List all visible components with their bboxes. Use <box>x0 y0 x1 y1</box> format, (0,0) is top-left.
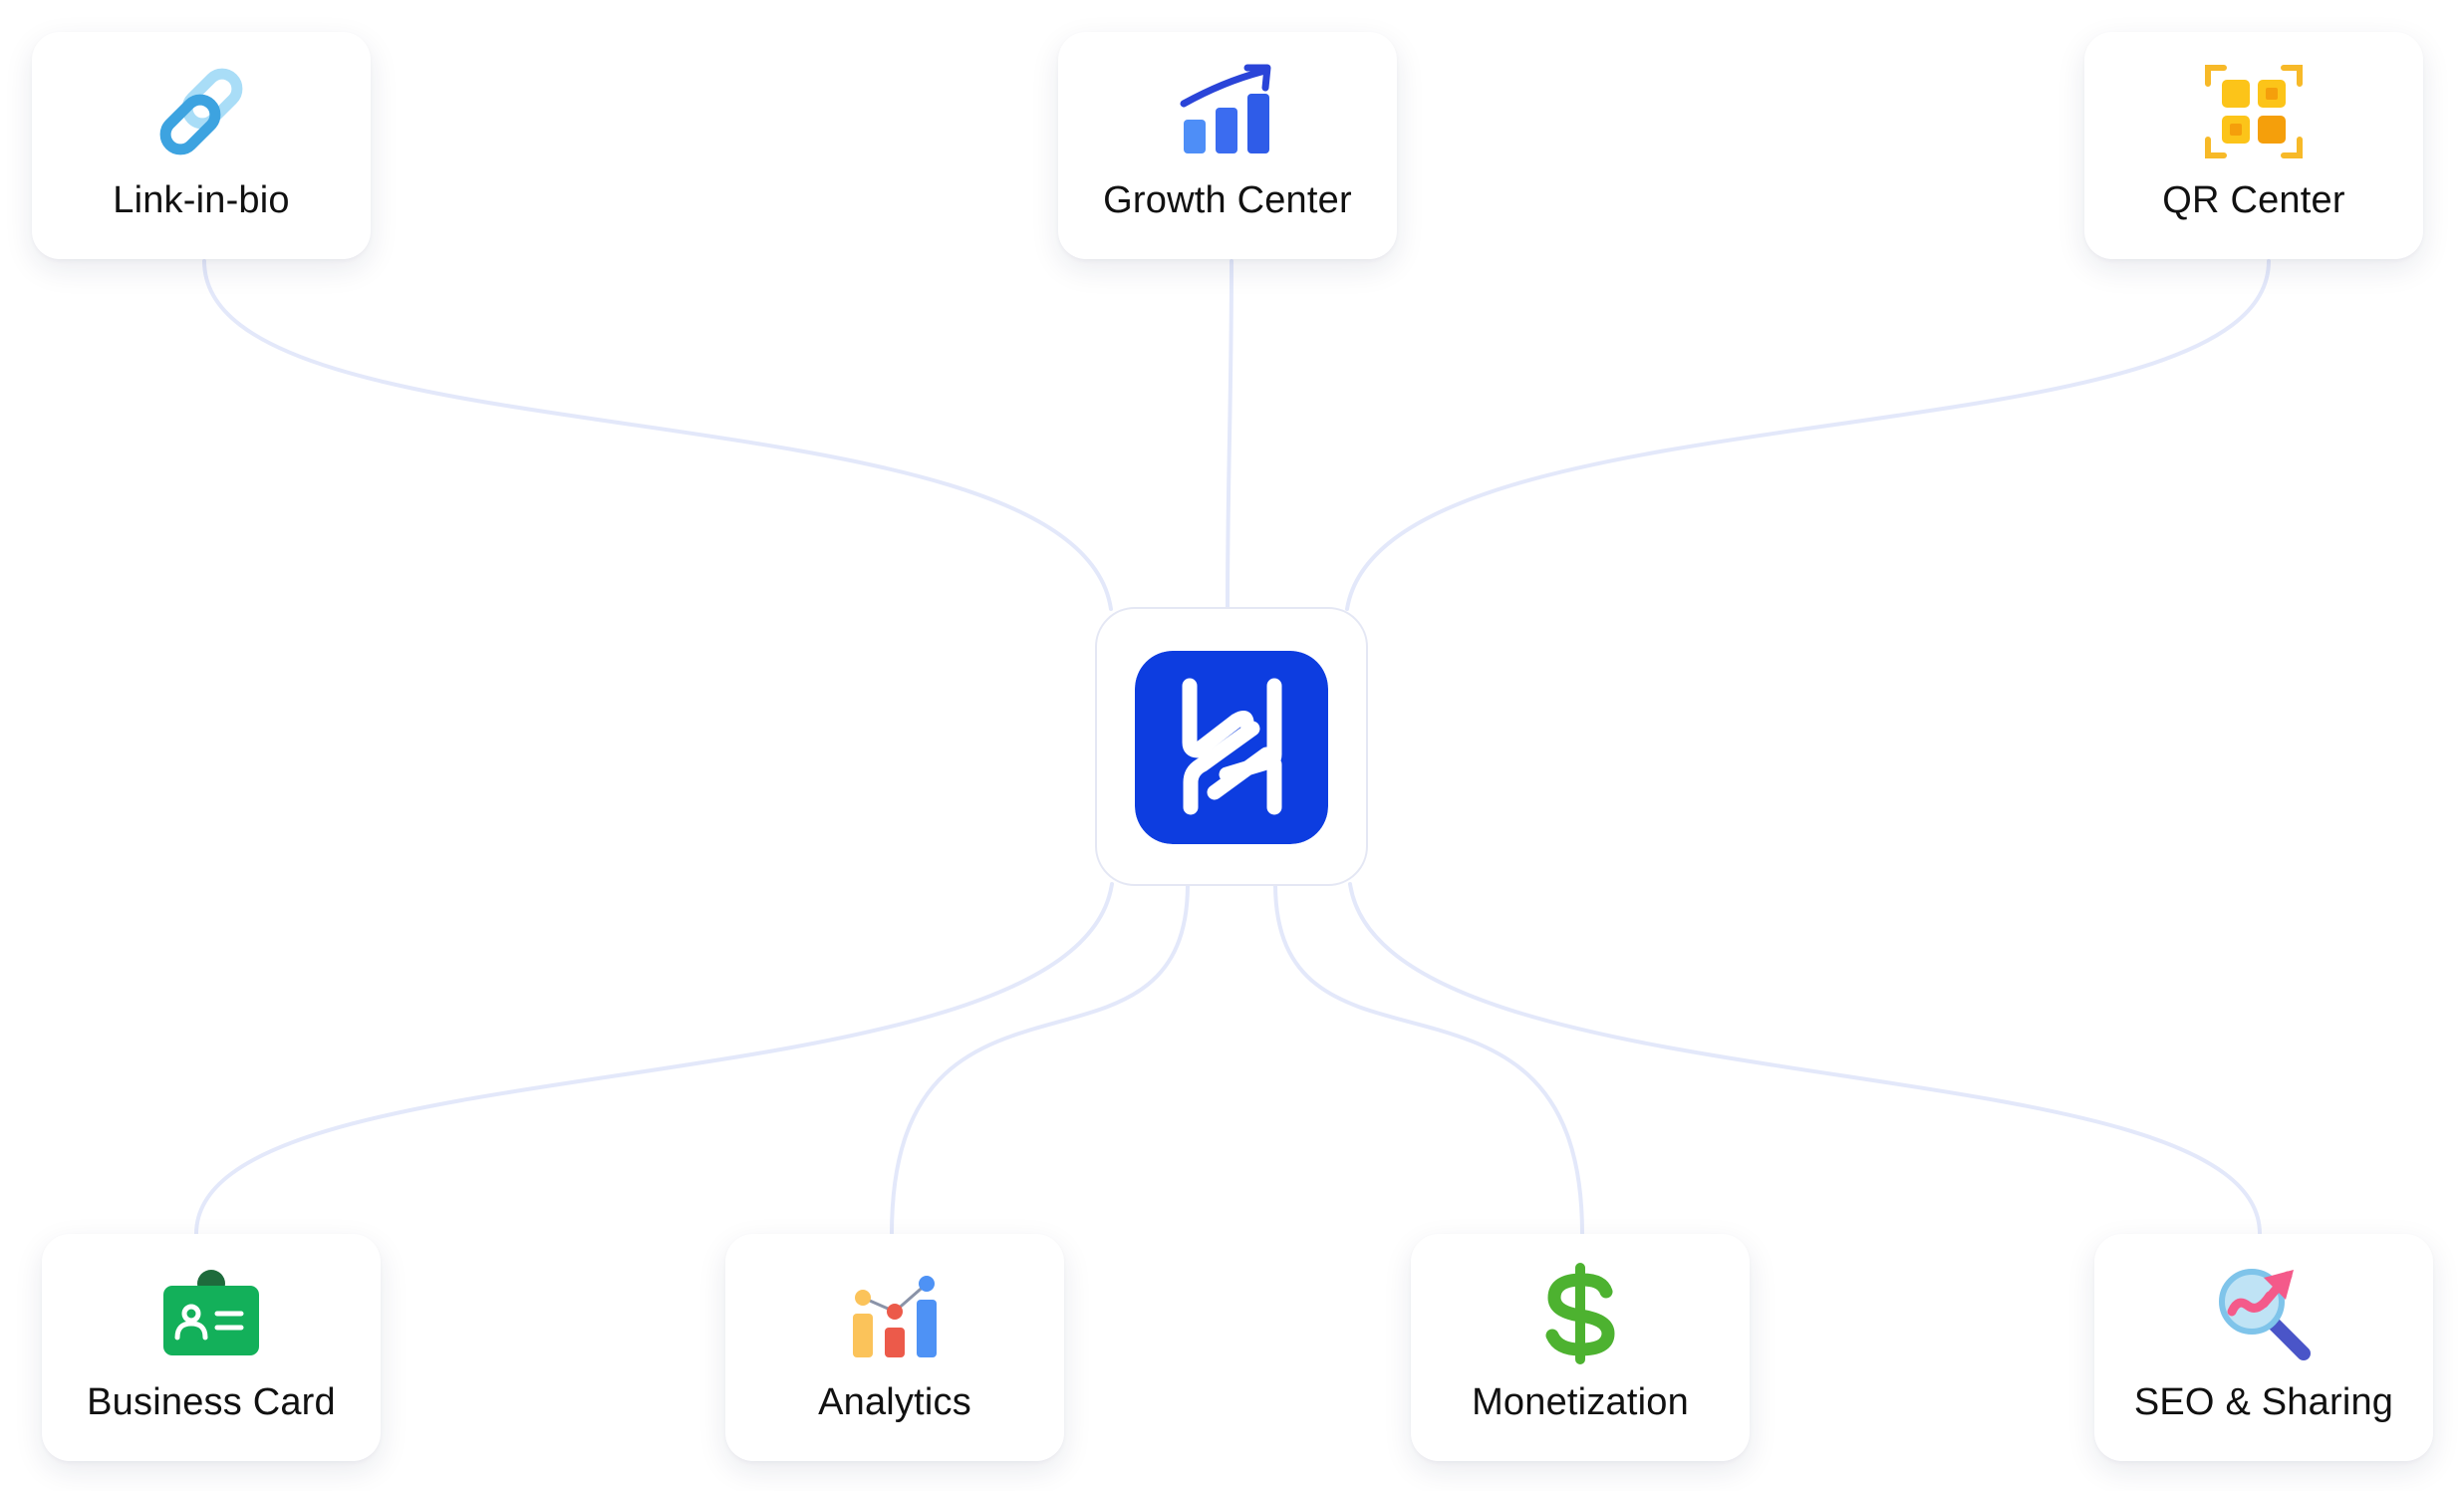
connector-growth-center <box>1226 259 1233 611</box>
node-label: Growth Center <box>1103 179 1352 221</box>
connector-seo-sharing <box>1348 882 2262 1236</box>
connector-analytics <box>890 882 1190 1236</box>
growth-bar-chart-icon <box>1176 60 1279 163</box>
chain-link-icon <box>149 60 253 163</box>
node-card-seo-sharing[interactable]: SEO & Sharing <box>2094 1234 2433 1461</box>
node-card-business-card[interactable]: Business Card <box>42 1234 381 1461</box>
node-label: Link-in-bio <box>113 179 290 221</box>
hub-card[interactable] <box>1095 607 1368 886</box>
seo-magnifier-icon <box>2212 1262 2316 1365</box>
qr-code-icon <box>2202 60 2306 163</box>
node-card-qr-center[interactable]: QR Center <box>2084 32 2423 259</box>
connector-business-card <box>194 882 1114 1236</box>
node-card-monetization[interactable]: Monetization <box>1411 1234 1750 1461</box>
id-badge-icon <box>159 1262 263 1365</box>
node-card-analytics[interactable]: Analytics <box>725 1234 1064 1461</box>
connector-link-in-bio <box>202 259 1113 611</box>
dollar-sign-icon <box>1528 1262 1632 1365</box>
node-label: Business Card <box>87 1381 336 1423</box>
node-card-growth-center[interactable]: Growth Center <box>1058 32 1397 259</box>
node-label: QR Center <box>2162 179 2345 221</box>
node-label: Monetization <box>1472 1381 1689 1423</box>
connector-monetization <box>1273 882 1584 1236</box>
brand-h-logo-icon <box>1135 651 1328 844</box>
node-label: Analytics <box>818 1381 971 1423</box>
analytics-chart-icon <box>843 1262 947 1365</box>
node-card-link-in-bio[interactable]: Link-in-bio <box>32 32 371 259</box>
node-label: SEO & Sharing <box>2133 1381 2394 1423</box>
connector-qr-center <box>1345 259 2271 611</box>
